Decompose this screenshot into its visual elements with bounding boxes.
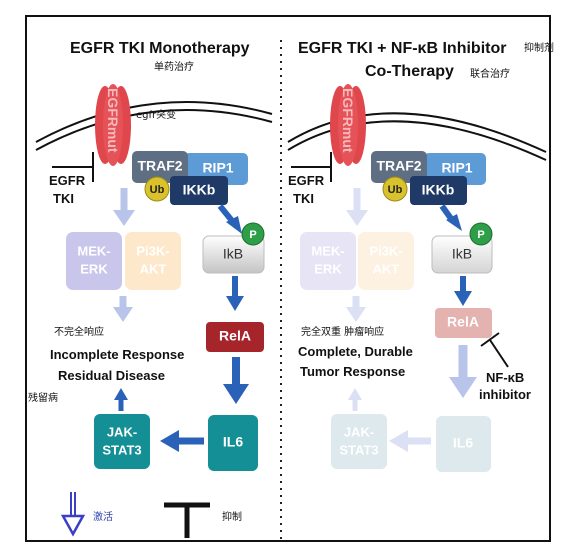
right-nfkb-inhibit-bar [480, 332, 500, 347]
right-outcome-line2: Tumor Response [300, 364, 405, 379]
right-pi3k-akt-box [358, 232, 414, 290]
left-phospho-circle [241, 222, 265, 246]
left-tki-label-1: EGFR [49, 173, 86, 188]
left-rela-box [206, 322, 264, 352]
legend-inhibit-icon [164, 502, 210, 538]
right-phospho-circle [469, 222, 493, 246]
left-ikkb-ikb-arrowhead [226, 216, 242, 234]
right-jak-outcome-arrowhead [348, 388, 362, 400]
left-title: EGFR TKI Monotherapy [70, 40, 250, 57]
cell-membrane-right-inner [287, 120, 547, 161]
left-il6-label: IL6 [223, 434, 243, 450]
left-phospho-label: P [249, 229, 256, 241]
right-ub-label: Ub [388, 184, 403, 196]
right-rela-box [435, 308, 492, 338]
left-pi3k-label-1: Pi3K- [136, 243, 169, 258]
left-mek-down-arrowhead [113, 307, 133, 322]
left-egfr-receptor: EGFRmut [95, 84, 131, 166]
right-phospho-label: P [477, 229, 484, 241]
left-jak-outcome-arrowhead [114, 388, 128, 400]
right-tki-label-1: EGFR [288, 173, 325, 188]
right-traf2-label: TRAF2 [376, 158, 421, 174]
left-rela-il6-arrowhead [223, 384, 249, 404]
right-outcome-line1: Complete, Durable [298, 344, 413, 359]
right-pi3k-label-2: AKT [373, 261, 400, 276]
right-cotherapy-cn: 联合治疗 [470, 67, 510, 80]
right-pi3k-label-1: Pi3K- [369, 243, 402, 258]
left-outcome-line1: Incomplete Response [50, 347, 184, 362]
left-mek-erk-box [66, 232, 122, 290]
left-rela-label: RelA [219, 328, 251, 344]
left-outcome-line2: Residual Disease [58, 368, 165, 383]
left-mek-label-2: ERK [80, 261, 108, 276]
right-il6-box [436, 416, 491, 472]
right-nfkb-label-1: NF-κB [486, 370, 524, 385]
right-ub-circle [382, 176, 408, 202]
left-ikb-rela-arrowhead [226, 296, 244, 311]
right-mek-label-2: ERK [314, 261, 342, 276]
cell-membrane-left-outer [35, 101, 273, 143]
right-title-line2: Co-Therapy [365, 63, 454, 80]
right-rela-il6-arrowhead [449, 377, 477, 398]
cell-membrane-left-inner [35, 109, 273, 151]
left-jak-label-1: JAK- [107, 424, 137, 439]
left-ikkb-label: IKKb [183, 182, 216, 198]
left-egfr-down-arrowhead [113, 210, 135, 226]
left-traf2-label: TRAF2 [137, 158, 182, 174]
right-egfr-label: EGFRmut [340, 88, 356, 153]
right-ikb-label: IkB [452, 246, 472, 262]
right-jak-label-2: STAT3 [339, 442, 378, 457]
left-egfr-annotation: egfr突变 [136, 108, 176, 121]
right-mek-erk-box [300, 232, 356, 290]
left-ikkb-ikb-arrow [217, 204, 236, 224]
left-mek-label-1: MEK- [77, 243, 110, 258]
right-traf2-box [371, 151, 427, 183]
left-tki-label-2: TKI [53, 191, 74, 206]
left-ub-label: Ub [150, 184, 165, 196]
left-ikb-box [202, 235, 265, 274]
left-pi3k-akt-box [125, 232, 181, 290]
right-ikkb-label: IKKb [422, 182, 455, 198]
right-mek-down-arrowhead [346, 307, 366, 322]
right-nfkb-label-2: inhibitor [479, 387, 531, 402]
left-jak-label-2: STAT3 [102, 442, 141, 457]
right-mek-label-1: MEK- [311, 243, 344, 258]
left-traf2-box [132, 151, 188, 183]
left-il6-box [208, 415, 258, 471]
left-ikb-label: IkB [223, 246, 243, 262]
right-title-line1: EGFR TKI + NF-κB Inhibitor [298, 40, 506, 57]
left-jak-stat3-box [94, 414, 150, 469]
left-outcome-cn: 不完全响应 [54, 325, 104, 338]
right-rip1-label: RIP1 [441, 160, 472, 176]
right-ikb-box [431, 235, 493, 274]
left-pi3k-label-2: AKT [140, 261, 167, 276]
right-ikkb-ikb-arrowhead [446, 214, 462, 231]
right-egfr-down-arrowhead [346, 210, 368, 226]
left-ikkb-box [170, 176, 228, 205]
right-nfkb-inhibit-line [489, 339, 509, 368]
right-ikb-rela-arrowhead [454, 291, 472, 306]
right-jak-stat3-box [331, 414, 387, 469]
right-jak-label-1: JAK- [344, 424, 374, 439]
right-tki-label-2: TKI [293, 191, 314, 206]
legend-activate-label: 激活 [93, 510, 113, 523]
left-rip1-label: RIP1 [202, 160, 233, 176]
right-egfr-receptor: EGFRmut [330, 84, 366, 166]
right-il6-label: IL6 [453, 435, 473, 451]
right-inhibitor-cn: 抑制剂 [524, 41, 554, 54]
cell-membrane-right-outer [287, 112, 547, 153]
left-il6-jak-arrowhead [160, 430, 179, 452]
left-residual-cn: 残留病 [28, 391, 58, 404]
right-il6-jak-arrowhead [389, 430, 408, 452]
left-ub-circle [144, 176, 170, 202]
legend-activate-arrow-icon [60, 492, 86, 537]
left-egfr-label: EGFRmut [105, 88, 121, 153]
right-rela-label: RelA [447, 314, 479, 330]
legend-inhibit-label: 抑制 [222, 510, 242, 523]
left-title-cn: 单药治疗 [154, 60, 194, 73]
right-outcome-cn: 完全双重 肿瘤响应 [301, 325, 384, 338]
right-ikkb-box [410, 176, 467, 205]
diagram-frame [25, 15, 551, 542]
